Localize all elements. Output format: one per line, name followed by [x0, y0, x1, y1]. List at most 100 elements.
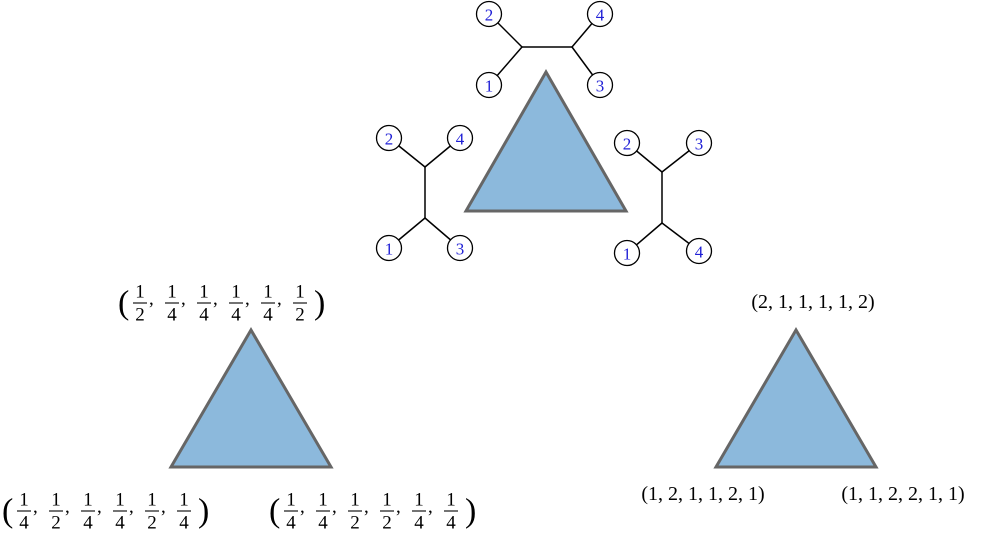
close-paren: ): [198, 493, 209, 530]
leaf-label: 1: [623, 245, 632, 264]
fraction: 12: [348, 490, 362, 534]
leaf-node: 4: [446, 124, 474, 152]
comma: ,: [277, 289, 282, 310]
fraction-numerator: 1: [147, 490, 157, 511]
leaf-node: 3: [685, 129, 713, 157]
leaf-node: 4: [685, 237, 713, 265]
leaf-label: 2: [485, 6, 494, 25]
fraction: 14: [113, 490, 127, 534]
comma: ,: [396, 497, 401, 518]
fraction-numerator: 1: [231, 282, 241, 303]
close-paren: ): [465, 493, 476, 530]
fraction-numerator: 1: [263, 282, 273, 303]
tree-top: 2 1 4 3: [475, 0, 614, 99]
tree-left: 2 4 1 3: [375, 124, 474, 262]
leaf-label: 4: [456, 130, 465, 149]
leaf-node: 4: [586, 0, 614, 28]
leaf-label: 3: [456, 240, 465, 259]
leaf-node: 1: [475, 71, 503, 99]
integer-tuple-bottom-right: (1, 1, 2, 2, 1, 1): [841, 483, 964, 505]
fraction-tuple-bottom-left: (14,12,14,14,12,14): [2, 490, 209, 534]
fraction: 14: [229, 282, 243, 326]
fraction: 12: [49, 490, 63, 534]
leaf-node: 2: [375, 124, 403, 152]
fraction: 14: [17, 490, 31, 534]
comma: ,: [33, 497, 38, 518]
leaf-node: 1: [613, 239, 641, 267]
fraction-numerator: 1: [51, 490, 61, 511]
fraction-denominator: 4: [167, 305, 177, 326]
comma: ,: [213, 289, 218, 310]
fraction-denominator: 2: [135, 305, 145, 326]
integer-tuple-top: (2, 1, 1, 1, 1, 2): [751, 291, 874, 313]
fraction-numerator: 1: [295, 282, 305, 303]
fraction-denominator: 2: [350, 513, 360, 534]
leaf-label: 2: [623, 135, 632, 154]
triangle-fractional: [168, 327, 334, 469]
leaf-label: 1: [385, 240, 394, 259]
comma: ,: [364, 497, 369, 518]
fraction-numerator: 1: [115, 490, 125, 511]
leaf-label: 4: [695, 243, 704, 262]
comma: ,: [181, 289, 186, 310]
open-paren: (: [2, 493, 13, 530]
leaf-node: 2: [475, 0, 503, 28]
fraction-numerator: 1: [179, 490, 189, 511]
fraction-denominator: 4: [231, 305, 241, 326]
fraction-denominator: 2: [295, 305, 305, 326]
leaf-label: 1: [485, 77, 494, 96]
fraction-denominator: 4: [19, 513, 29, 534]
comma: ,: [428, 497, 433, 518]
triangle-integer: [713, 327, 879, 469]
fraction-numerator: 1: [286, 490, 296, 511]
fraction-denominator: 4: [414, 513, 424, 534]
fraction: 12: [380, 490, 394, 534]
leaf-label: 4: [596, 6, 605, 25]
leaf-node: 3: [446, 234, 474, 262]
leaf-node: 3: [586, 71, 614, 99]
fraction-denominator: 4: [263, 305, 273, 326]
fraction: 14: [81, 490, 95, 534]
fraction-numerator: 1: [19, 490, 29, 511]
leaf-label: 3: [695, 135, 704, 154]
fraction: 14: [316, 490, 330, 534]
open-paren: (: [118, 285, 129, 322]
fraction-numerator: 1: [446, 490, 456, 511]
leaf-label: 2: [385, 130, 394, 149]
fraction-denominator: 2: [147, 513, 157, 534]
comma: ,: [97, 497, 102, 518]
fraction-denominator: 4: [115, 513, 125, 534]
comma: ,: [245, 289, 250, 310]
fraction: 12: [145, 490, 159, 534]
comma: ,: [149, 289, 154, 310]
fraction: 12: [133, 282, 147, 326]
fraction-denominator: 2: [51, 513, 61, 534]
fraction-denominator: 4: [318, 513, 328, 534]
leaf-node: 2: [613, 129, 641, 157]
fraction: 14: [444, 490, 458, 534]
fraction: 14: [284, 490, 298, 534]
comma: ,: [332, 497, 337, 518]
fraction: 14: [165, 282, 179, 326]
fraction-denominator: 2: [382, 513, 392, 534]
fraction-numerator: 1: [135, 282, 145, 303]
integer-tuple-bottom-left: (1, 2, 1, 1, 2, 1): [641, 483, 764, 505]
triangle-center: [463, 68, 629, 213]
fraction-numerator: 1: [382, 490, 392, 511]
fraction-denominator: 4: [446, 513, 456, 534]
fraction-numerator: 1: [167, 282, 177, 303]
fraction-denominator: 4: [199, 305, 209, 326]
fraction: 14: [412, 490, 426, 534]
fraction: 14: [261, 282, 275, 326]
close-paren: ): [314, 285, 325, 322]
fraction-numerator: 1: [199, 282, 209, 303]
leaf-label: 3: [596, 77, 605, 96]
fraction-denominator: 4: [179, 513, 189, 534]
open-paren: (: [269, 493, 280, 530]
fraction: 14: [177, 490, 191, 534]
fraction-denominator: 4: [286, 513, 296, 534]
comma: ,: [300, 497, 305, 518]
fraction-tuple-bottom-right: (14,14,12,12,14,14): [269, 490, 476, 534]
tree-right: 2 3 1 4: [613, 129, 713, 267]
